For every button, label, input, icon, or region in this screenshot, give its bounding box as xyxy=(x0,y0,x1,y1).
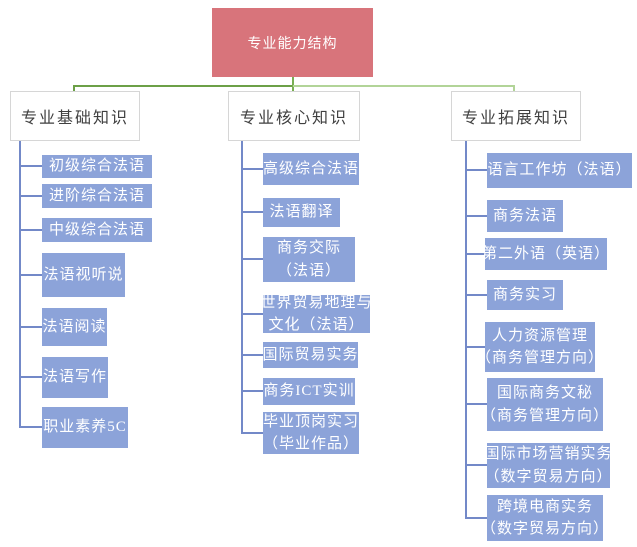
stub xyxy=(19,326,42,328)
stub xyxy=(465,403,487,405)
stub xyxy=(241,354,263,356)
course-node: 职业素养5C xyxy=(42,407,128,448)
course-node: 法语写作 xyxy=(42,357,108,398)
stub xyxy=(465,464,487,466)
course-node: 第二外语（英语） xyxy=(482,238,609,270)
course-node: 国际市场营销实务 （数字贸易方向） xyxy=(485,443,612,488)
course-node: 国际贸易实务 xyxy=(263,342,358,368)
course-node: 毕业顶岗实习 （毕业作品） xyxy=(263,412,360,454)
course-node: 法语翻译 xyxy=(263,198,340,227)
connector-horizontal-right xyxy=(293,85,515,87)
course-node: 人力资源管理 （商务管理方向） xyxy=(476,322,603,372)
stub xyxy=(241,258,263,260)
stub xyxy=(465,294,487,296)
course-node: 语言工作坊（法语） xyxy=(487,153,632,188)
stub xyxy=(19,376,42,378)
stub xyxy=(241,390,263,392)
connector-horizontal-left xyxy=(73,85,292,87)
stub xyxy=(19,426,42,428)
stub xyxy=(19,229,42,231)
course-node: 商务法语 xyxy=(487,200,563,232)
branch-header-extended: 专业拓展知识 xyxy=(451,91,581,141)
course-node: 进阶综合法语 xyxy=(42,184,152,208)
stub xyxy=(19,274,42,276)
course-node: 法语阅读 xyxy=(42,308,107,346)
course-node: 初级综合法语 xyxy=(42,155,152,178)
stub xyxy=(241,168,263,170)
stub xyxy=(465,346,487,348)
spine-core xyxy=(241,141,243,434)
course-node: 高级综合法语 xyxy=(263,153,359,185)
stub xyxy=(19,165,42,167)
course-node: 商务交际 （法语） xyxy=(263,237,355,282)
course-node: 商务实习 xyxy=(487,280,563,310)
spine-basic xyxy=(19,141,21,427)
branch-header-core: 专业核心知识 xyxy=(228,91,360,141)
stub xyxy=(465,253,487,255)
connector-drop-left xyxy=(73,85,75,91)
course-node: 世界贸易地理与 文化（法语） xyxy=(260,294,373,333)
stub xyxy=(241,432,263,434)
course-node: 商务ICT实训 xyxy=(263,378,355,405)
course-node: 国际商务文秘 （商务管理方向） xyxy=(481,378,608,431)
stub xyxy=(465,169,487,171)
connector-drop-right xyxy=(513,85,515,91)
stub xyxy=(241,313,263,315)
stub xyxy=(241,211,263,213)
root-node: 专业能力结构 xyxy=(212,8,373,77)
course-node: 中级综合法语 xyxy=(42,218,152,242)
branch-header-basic: 专业基础知识 xyxy=(10,91,140,141)
connector-root-vertical xyxy=(292,77,294,91)
spine-extended xyxy=(465,141,467,518)
stub xyxy=(465,517,487,519)
course-node: 法语视听说 xyxy=(42,253,125,297)
stub xyxy=(19,195,42,197)
stub xyxy=(465,215,487,217)
course-node: 跨境电商实务 （数字贸易方向） xyxy=(481,495,608,541)
